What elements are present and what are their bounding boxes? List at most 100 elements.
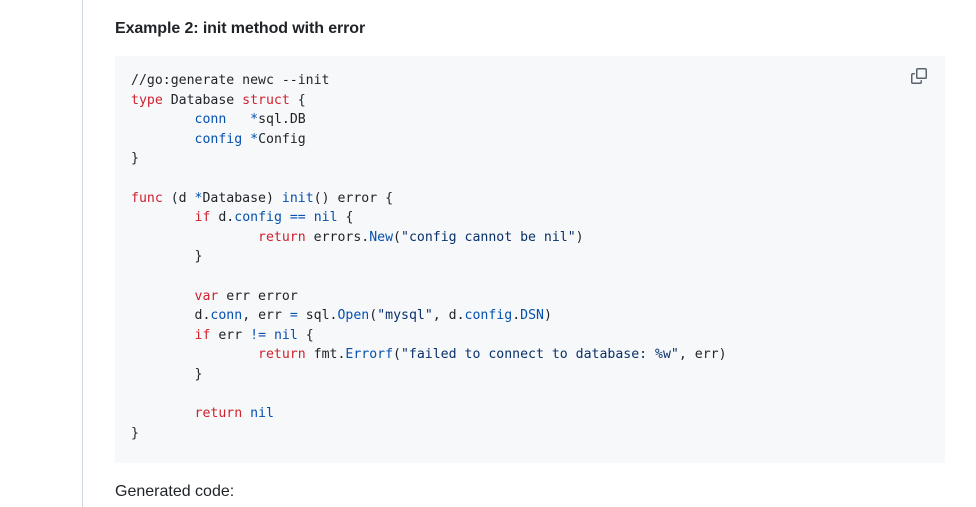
code-token: nil xyxy=(313,210,338,226)
code-token: "config cannot be nil" xyxy=(401,229,576,245)
code-token: //go:generate newc --init xyxy=(131,73,330,88)
code-token: func xyxy=(131,190,163,206)
code-token xyxy=(266,328,274,343)
code-token xyxy=(131,230,258,245)
code-token: err error xyxy=(218,288,298,304)
code-line: func (d *Database) init() error { xyxy=(131,189,727,209)
code-token xyxy=(226,112,250,127)
code-token: * xyxy=(250,112,259,128)
code-token: * xyxy=(194,190,203,206)
code-token xyxy=(131,210,195,225)
code-token: sql. xyxy=(297,308,338,324)
code-token: } xyxy=(131,425,139,441)
code-line: type Database struct { xyxy=(131,91,727,111)
code-token: return xyxy=(194,406,243,422)
code-token: ( xyxy=(393,347,401,363)
code-token: d. xyxy=(210,210,235,226)
code-token: init xyxy=(281,190,314,206)
code-line: } xyxy=(131,365,727,385)
code-token xyxy=(131,347,258,362)
code-token: { xyxy=(289,92,306,108)
code-token: } xyxy=(131,366,203,382)
code-token: var xyxy=(194,288,219,304)
code-token xyxy=(242,132,250,147)
code-token: (d xyxy=(162,190,195,206)
code-token: { xyxy=(337,210,354,226)
copy-button[interactable] xyxy=(911,68,931,88)
code-token: fmt. xyxy=(305,347,346,363)
code-line: config *Config xyxy=(131,130,727,150)
code-token xyxy=(131,132,195,147)
code-line: return errors.New("config cannot be nil"… xyxy=(131,228,727,248)
code-token: type xyxy=(131,92,163,108)
code-line: return fmt.Errorf("failed to connect to … xyxy=(131,345,727,365)
code-token: config xyxy=(234,210,282,226)
code-token: return xyxy=(258,229,306,245)
code-token: * xyxy=(250,131,259,147)
code-token: errors. xyxy=(305,229,370,245)
generated-code-label: Generated code: xyxy=(115,483,235,500)
code-line: //go:generate newc --init xyxy=(131,71,727,91)
code-token: nil xyxy=(273,327,298,343)
code-token: "failed to connect to database: %w" xyxy=(400,347,679,363)
code-token: config xyxy=(464,308,513,324)
code-token: conn xyxy=(194,112,227,128)
code-line xyxy=(131,385,727,405)
code-token: } xyxy=(131,249,203,265)
code-token: d. xyxy=(131,308,211,324)
code-token: ( xyxy=(393,229,401,245)
code-token: DSN xyxy=(520,308,544,324)
code-token: nil xyxy=(250,406,274,422)
code-token: } xyxy=(131,151,139,167)
code-token: conn xyxy=(210,308,243,324)
code-token: sql.DB xyxy=(258,112,306,128)
code-token: , d. xyxy=(432,308,465,324)
code-token: err xyxy=(210,327,251,343)
code-token: New xyxy=(369,229,394,245)
code-line: } xyxy=(131,149,727,169)
code-token xyxy=(131,328,195,343)
code-line xyxy=(131,267,727,287)
code-token xyxy=(131,406,195,421)
code-token: struct xyxy=(242,92,290,108)
code-content: //go:generate newc --init type Database s… xyxy=(131,71,727,443)
code-token: Errorf xyxy=(345,347,394,363)
code-line: return nil xyxy=(131,404,727,424)
code-token: { xyxy=(297,327,314,343)
code-token: Config xyxy=(258,131,306,147)
code-token: return xyxy=(258,347,306,363)
code-token: == xyxy=(289,210,306,226)
code-line: d.conn, err = sql.Open("mysql", d.config… xyxy=(131,306,727,326)
code-token: != xyxy=(250,327,267,343)
code-token: Database xyxy=(162,92,243,108)
code-line: } xyxy=(131,247,727,267)
code-token xyxy=(306,210,314,225)
code-token: Open xyxy=(337,308,370,324)
code-token: = xyxy=(289,308,298,324)
code-line: if err != nil { xyxy=(131,326,727,346)
code-token: "mysql" xyxy=(377,308,433,324)
section-heading: Example 2: init method with error xyxy=(115,20,366,37)
code-block: //go:generate newc --init type Database s… xyxy=(115,56,945,463)
code-token: if xyxy=(194,210,211,226)
code-token: ) xyxy=(543,308,552,324)
code-token: if xyxy=(194,327,211,343)
code-token: config xyxy=(194,131,243,147)
content-left-border xyxy=(82,0,83,507)
code-token: () error { xyxy=(313,190,394,206)
code-line: if d.config == nil { xyxy=(131,208,727,228)
code-line: } xyxy=(131,424,727,444)
code-token xyxy=(242,406,250,421)
code-token xyxy=(131,112,195,127)
code-token: ( xyxy=(369,308,378,324)
code-token: Database) xyxy=(202,190,282,206)
copy-icon xyxy=(911,68,927,84)
code-line: conn *sql.DB xyxy=(131,110,727,130)
code-token xyxy=(131,289,195,304)
code-token: . xyxy=(512,308,521,324)
code-token xyxy=(282,210,290,225)
code-token: , err) xyxy=(678,347,727,363)
code-token: , err xyxy=(242,308,290,324)
code-line: var err error xyxy=(131,287,727,307)
code-token: ) xyxy=(575,229,584,245)
